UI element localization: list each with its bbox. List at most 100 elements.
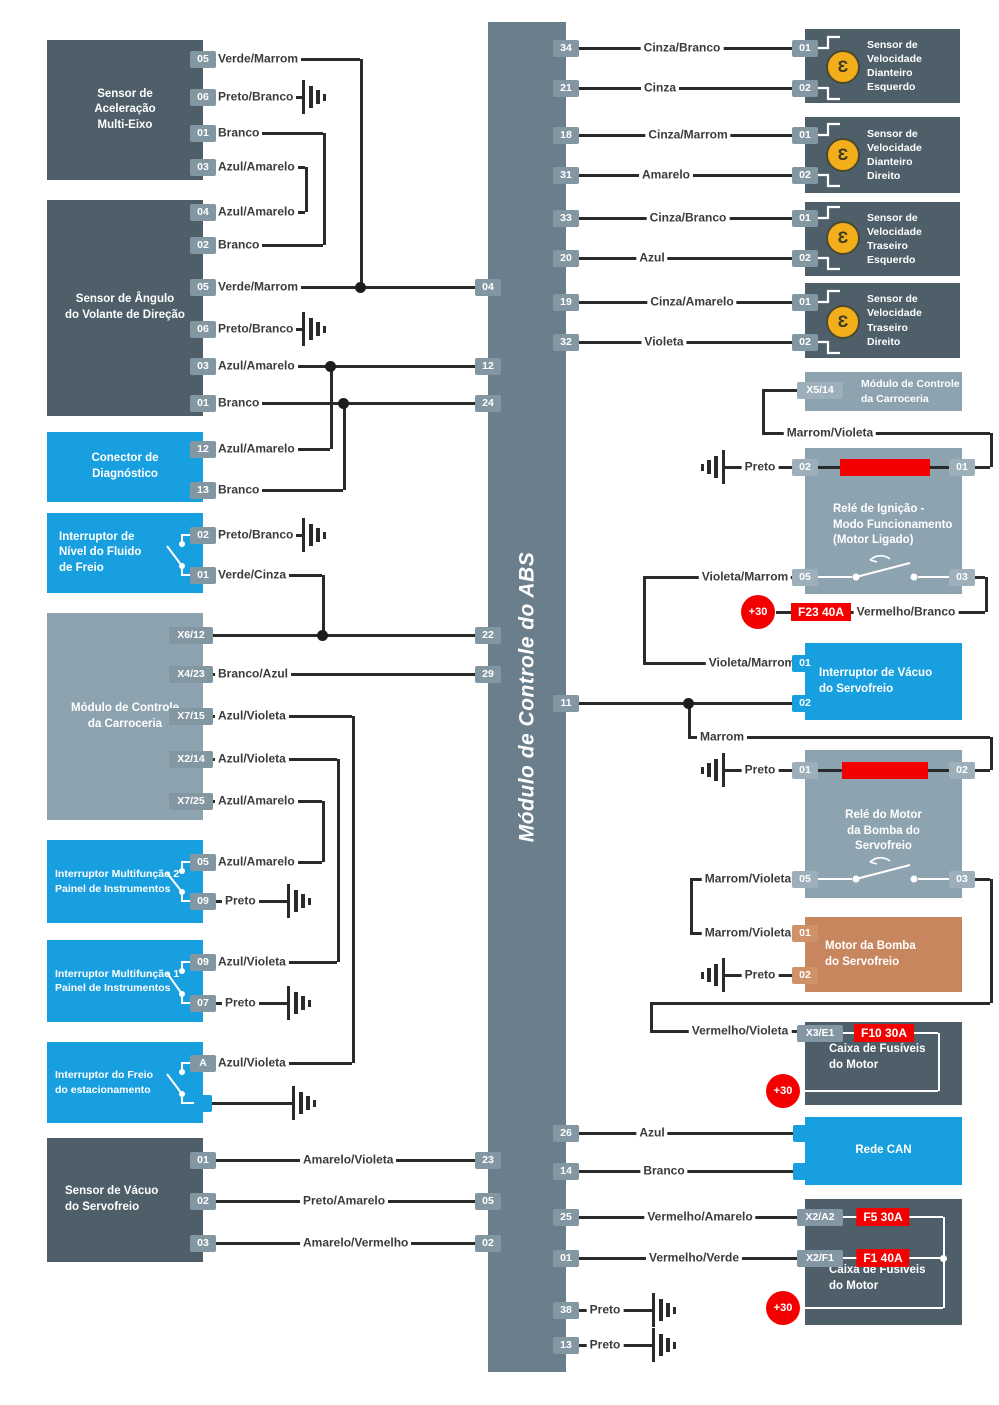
pin-31: 31 — [553, 166, 579, 184]
wire-label-vermelho-amarelo: Vermelho/Amarelo — [644, 1209, 756, 1225]
pin-04: 04 — [190, 203, 216, 221]
pin-02: 02 — [190, 236, 216, 254]
pin-06: 06 — [190, 88, 216, 106]
pin-29: 29 — [475, 665, 501, 683]
pin-02: 02 — [792, 694, 818, 712]
pin-21: 21 — [553, 79, 579, 97]
pin-22: 22 — [475, 626, 501, 644]
wire-label-azul-amarelo: Azul/Amarelo — [215, 441, 298, 457]
pin-33: 33 — [553, 209, 579, 227]
block-label-sensor-vacuo-servofreio: Sensor de Vácuo do Servofreio — [65, 1185, 159, 1213]
wire-label-preto-branco: Preto/Branco — [215, 321, 297, 337]
wire-segment-60 — [688, 735, 990, 739]
sensor-step-icon-7 — [818, 337, 842, 357]
speed-sensor-icon-0: Ɛ — [826, 50, 860, 84]
wire-label-violeta: Violeta — [641, 334, 687, 350]
wire-label-amarelo-violeta: Amarelo/Violeta — [300, 1152, 397, 1168]
fuse-f1-40a: F1 40A — [856, 1249, 910, 1267]
wire-segment-45 — [762, 388, 805, 392]
pin-05: 05 — [792, 568, 818, 586]
block-interruptor-multifuncao-1: Interruptor Multifunção 1 Painel de Inst… — [47, 940, 203, 1022]
pin-01: 01 — [792, 761, 818, 779]
speed-sensor-icon-1: Ɛ — [826, 138, 860, 172]
pin-01: 01 — [190, 124, 216, 142]
junction-dot-2 — [337, 397, 349, 409]
sensor-step-icon-3 — [818, 170, 842, 190]
wire-segment-49 — [962, 465, 990, 469]
pin-X3/E1: X3/E1 — [797, 1024, 843, 1042]
wire-label-verde-cinza: Verde/Cinza — [215, 567, 290, 583]
pin-34: 34 — [553, 39, 579, 57]
wire-segment-3 — [203, 131, 323, 135]
wire-label-vermelho-violeta: Vermelho/Violeta — [688, 1023, 792, 1039]
pin-23: 23 — [475, 1151, 501, 1169]
pin-notch — [793, 1124, 807, 1142]
pin-19: 19 — [553, 293, 579, 311]
pin-09: 09 — [190, 892, 216, 910]
wire-label-azul-amarelo: Azul/Amarelo — [215, 204, 298, 220]
wire-segment-33 — [203, 1101, 292, 1105]
wire-segment-20 — [203, 633, 488, 637]
pin-01: 01 — [190, 566, 216, 584]
sensor-step-icon-6 — [818, 287, 842, 307]
block-interruptor-nivel-fluido: Interruptor de Nível do Fluido de Freio — [47, 513, 203, 593]
speed-sensor-icon-2: Ɛ — [826, 221, 860, 255]
block-conector-diagnostico: Conector de Diagnóstico — [47, 432, 203, 502]
pin-18: 18 — [553, 126, 579, 144]
wire-label-cinza-marrom: Cinza/Marrom — [645, 127, 731, 143]
block-label-interruptor-multifuncao-2: Interruptor Multifunção 2 Painel de Inst… — [55, 868, 180, 895]
pin-11: 11 — [553, 694, 579, 712]
wire-label-branco: Branco — [215, 482, 263, 498]
ground-icon-6 — [652, 1293, 678, 1327]
pin-01: 01 — [190, 394, 216, 412]
junction-dot-white-0 — [939, 1254, 947, 1262]
pin-03: 03 — [190, 357, 216, 375]
block-interruptor-multifuncao-2: Interruptor Multifunção 2 Painel de Inst… — [47, 840, 203, 923]
pin-24: 24 — [475, 394, 501, 412]
pin-notch — [793, 1162, 807, 1180]
block-label-caixa-fusiveis-motor-1: Caixa de Fusíveis do Motor — [829, 1043, 926, 1071]
block-label-sensor-vel-dianteiro-direito: Sensor de Velocidade Dianteiro Direito — [867, 127, 922, 183]
plus30-badge-1: +30 — [766, 1074, 800, 1108]
pin-01: 01 — [553, 1249, 579, 1267]
block-label-modulo-carroceria-esq: Módulo de Controle da Carroceria — [71, 701, 179, 730]
pin-01: 01 — [792, 39, 818, 57]
pin-06: 06 — [190, 320, 216, 338]
block-sensor-vacuo-servofreio: Sensor de Vácuo do Servofreio — [47, 1138, 203, 1262]
pin-X2/A2: X2/A2 — [797, 1208, 843, 1226]
ground-icon-9 — [699, 753, 725, 787]
wire-label-azul: Azul — [636, 1125, 668, 1141]
wire-segment-69 — [990, 879, 993, 1003]
wire-segment-87 — [843, 1216, 858, 1218]
wire-segment-52 — [643, 577, 646, 663]
block-label-sensor-aceleracao: Sensor de Aceleração Multi-Eixo — [94, 87, 156, 131]
pin-05: 05 — [475, 1192, 501, 1210]
pin-02: 02 — [190, 526, 216, 544]
sensor-step-icon-5 — [818, 253, 842, 273]
block-label-interruptor-nivel-fluido: Interruptor de Nível do Fluido de Freio — [59, 530, 142, 574]
wire-segment-12 — [330, 366, 333, 449]
block-label-interruptor-multifuncao-1: Interruptor Multifunção 1 Painel de Inst… — [55, 967, 180, 994]
block-label-rele-ignicao: Relé de Ignição - Modo Funcionamento (Mo… — [833, 503, 953, 547]
wire-label-branco: Branco — [640, 1163, 688, 1179]
plus30-badge-0: +30 — [741, 595, 775, 629]
wire-label-amarelo: Amarelo — [638, 167, 694, 183]
wire-label-branco: Branco — [215, 395, 263, 411]
pin-02: 02 — [792, 249, 818, 267]
wire-label-azul-amarelo: Azul/Amarelo — [215, 358, 298, 374]
sensor-step-icon-2 — [818, 120, 842, 140]
wire-segment-11 — [203, 364, 488, 368]
wire-label-preto: Preto — [586, 1302, 624, 1318]
wire-segment-91 — [943, 1217, 945, 1308]
wire-segment-42 — [566, 256, 805, 260]
wire-label-preto-branco: Preto/Branco — [215, 89, 297, 105]
wire-label-preto-branco: Preto/Branco — [215, 527, 297, 543]
wire-segment-38 — [566, 86, 805, 90]
pin-13: 13 — [190, 481, 216, 499]
wire-label-verde-marrom: Verde/Marrom — [215, 279, 302, 295]
pin-02: 02 — [792, 966, 818, 984]
pin-03: 03 — [190, 158, 216, 176]
wire-segment-6 — [305, 167, 308, 212]
wire-segment-16 — [203, 488, 343, 492]
wire-label-vermelho-verde: Vermelho/Verde — [645, 1250, 743, 1266]
